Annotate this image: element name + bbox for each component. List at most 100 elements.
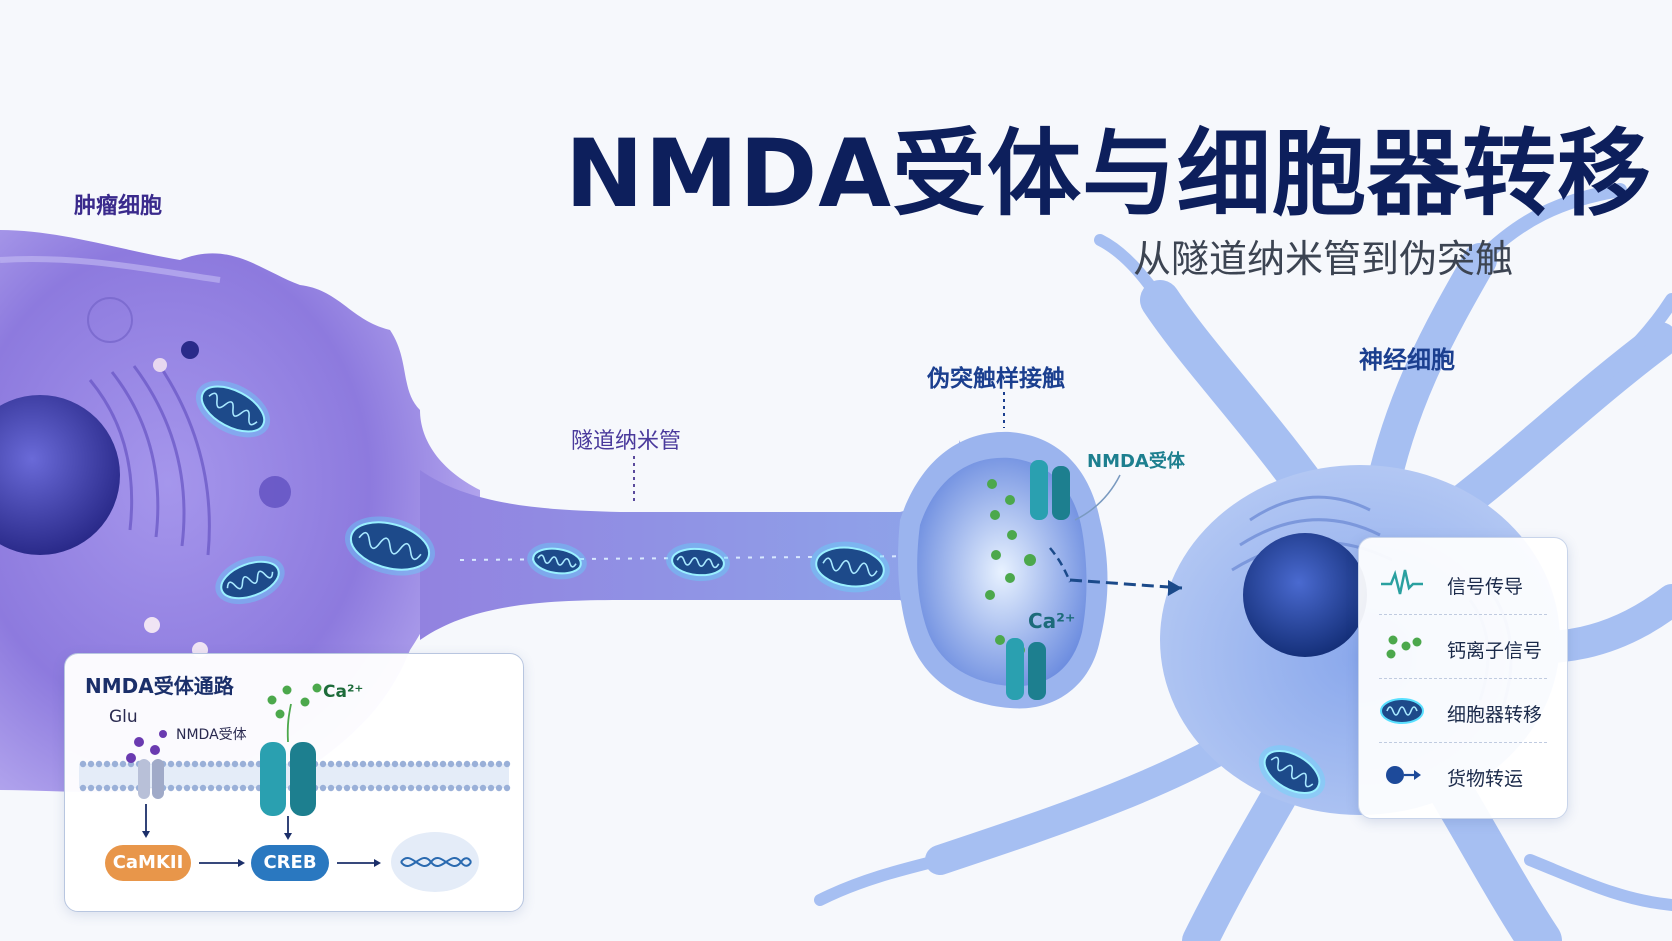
lipid-head	[367, 760, 375, 768]
lipid-head	[231, 760, 239, 768]
lipid-head	[95, 760, 103, 768]
neuron-nucleus	[1243, 533, 1367, 657]
creb-pill: CREB	[251, 845, 329, 881]
pseudo-synapse-label: 伪突触样接触	[927, 366, 1065, 392]
lipid-head	[367, 784, 375, 792]
legend-divider	[1379, 614, 1547, 615]
lipid-head	[463, 760, 471, 768]
mitochondrion	[666, 542, 730, 582]
lipid-head	[207, 784, 215, 792]
lipid-head	[247, 760, 255, 768]
lipid-head	[231, 784, 239, 792]
pathway-diagram	[79, 683, 511, 892]
tumor-vesicle	[144, 617, 160, 633]
lipid-head	[471, 784, 479, 792]
lipid-head	[447, 760, 455, 768]
small-receptor	[138, 759, 150, 799]
mitochondrion	[195, 380, 271, 438]
lipid-head	[183, 784, 191, 792]
calcium-influx-line	[286, 703, 292, 743]
mitochondrion	[1258, 745, 1326, 799]
inset-nmda-receptor	[290, 742, 316, 816]
lipid-head	[471, 760, 479, 768]
nmda-pathway-inset: NMDA受体通路 Glu NMDA受体 Ca²⁺ CaMKII CREB	[64, 653, 524, 912]
lipid-head	[335, 784, 343, 792]
lipid-head	[207, 760, 215, 768]
tumor-centrosome	[87, 297, 133, 343]
nmda-receptor-label: NMDA受体	[1087, 451, 1185, 472]
tumor-vesicle	[153, 358, 167, 372]
lipid-head	[503, 784, 511, 792]
lipid-head	[359, 784, 367, 792]
lipid-head	[111, 784, 119, 792]
lipid-head	[87, 760, 95, 768]
lipid-head	[351, 760, 359, 768]
mitochondrion-icon	[1380, 698, 1424, 724]
lipid-head	[391, 760, 399, 768]
lipid-head	[343, 784, 351, 792]
inset-calcium-dots	[267, 683, 322, 719]
lipid-head	[431, 760, 439, 768]
lipid-head	[439, 760, 447, 768]
lipid-head	[463, 784, 471, 792]
lipid-head	[399, 760, 407, 768]
lipid-head	[319, 784, 327, 792]
mitochondrion	[215, 555, 285, 605]
right-arrow-head	[238, 859, 245, 867]
lipid-head	[239, 784, 247, 792]
lipid-head	[343, 760, 351, 768]
lipid-head	[495, 784, 503, 792]
lipid-head	[407, 784, 415, 792]
lipid-head	[103, 760, 111, 768]
lipid-head	[199, 784, 207, 792]
lipid-head	[119, 760, 127, 768]
lipid-head	[375, 760, 383, 768]
lipid-head	[183, 760, 191, 768]
lipid-head	[407, 760, 415, 768]
nmda-callout-line	[1074, 474, 1121, 521]
lipid-head	[383, 784, 391, 792]
tumor-er	[88, 359, 211, 556]
lipid-head	[111, 760, 119, 768]
lipid-head	[327, 784, 335, 792]
glu-label: Glu	[109, 707, 138, 727]
lipid-head	[167, 760, 175, 768]
small-receptor	[152, 759, 164, 799]
down-arrow-head	[142, 831, 150, 838]
legend-label: 货物转运	[1447, 768, 1524, 790]
lipid-head	[191, 784, 199, 792]
lipid-head	[167, 784, 175, 792]
lipid-head	[327, 760, 335, 768]
nmda-receptor-upper	[1030, 460, 1070, 520]
mitochondrion	[344, 516, 436, 576]
lipid-head	[479, 760, 487, 768]
lipid-head	[191, 760, 199, 768]
lipid-head	[127, 784, 135, 792]
legend-item-organelle: 细胞器转移	[1359, 680, 1567, 742]
lipid-head	[455, 760, 463, 768]
legend-panel: 信号传导 钙离子信号 细胞器转移 货物转运	[1358, 537, 1568, 819]
right-arrow-head	[374, 859, 381, 867]
calcium-particles	[985, 479, 1036, 655]
lipid-head	[383, 760, 391, 768]
lipid-head	[487, 784, 495, 792]
legend-item-cargo: 货物转运	[1359, 744, 1567, 806]
lipid-head	[399, 784, 407, 792]
down-arrow-head	[284, 833, 292, 840]
signal-arrow-branch	[1049, 547, 1072, 583]
lipid-head	[175, 784, 183, 792]
signal-arrow-head	[1168, 580, 1182, 596]
legend-divider	[1379, 678, 1547, 679]
lipid-head	[447, 784, 455, 792]
mitochondrion	[810, 541, 890, 593]
lipid-head	[351, 784, 359, 792]
legend-divider	[1379, 742, 1547, 743]
lipid-head	[223, 760, 231, 768]
lipid-head	[223, 784, 231, 792]
lipid-head	[431, 784, 439, 792]
calcium-label: Ca²⁺	[1028, 609, 1076, 633]
lipid-head	[335, 760, 343, 768]
lipid-head	[239, 760, 247, 768]
camkii-pill: CaMKII	[105, 845, 191, 881]
tumor-nucleus	[0, 395, 120, 555]
